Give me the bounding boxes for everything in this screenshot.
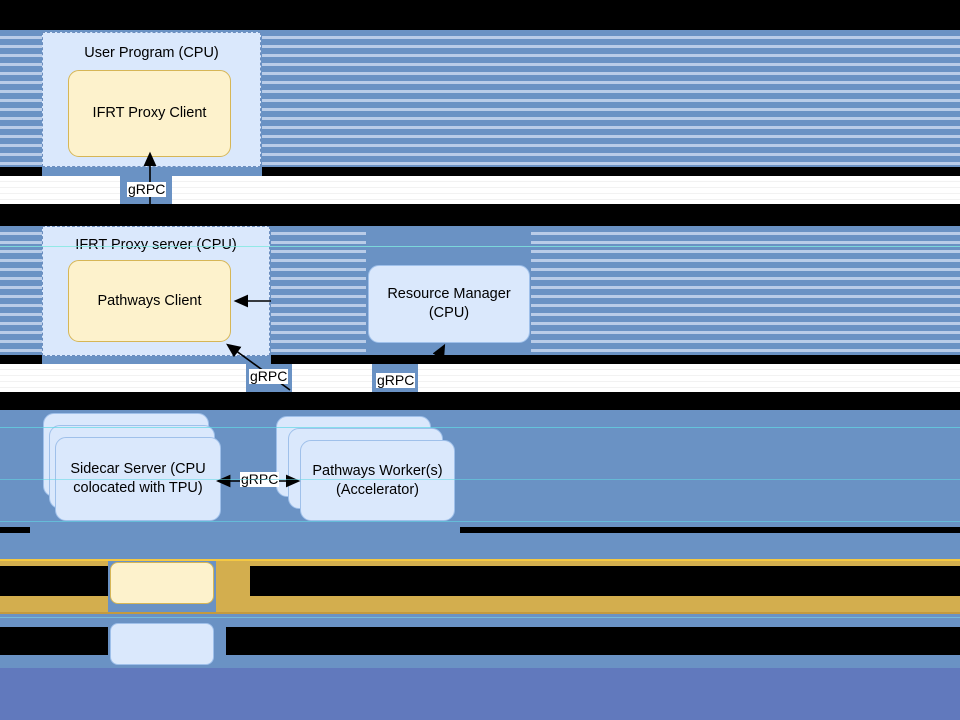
edge-label-client-server: gRPC xyxy=(127,181,167,198)
legend-swatch-yellow xyxy=(110,562,214,604)
workers-line-2: (Accelerator) xyxy=(335,481,419,498)
arrow-workers-to-rm xyxy=(414,343,446,401)
node-sidecar-server-label: Sidecar Server (CPU colocated with TPU) xyxy=(70,460,205,497)
edge-label-workers-rm: gRPC xyxy=(376,372,416,389)
edge-label-sidecar-client: gRPC xyxy=(249,368,289,385)
node-pathways-workers-label: Pathways Worker(s) (Accelerator) xyxy=(312,462,442,499)
edge-label-rm-client: gRPC xyxy=(280,292,320,309)
sidecar-line-1: Sidecar Server (CPU xyxy=(70,461,206,478)
workers-line-1: Pathways Worker(s) xyxy=(312,462,443,479)
edge-label-sidecar-workers: gRPC xyxy=(240,471,280,488)
sidecar-line-2: colocated with TPU) xyxy=(73,480,203,496)
node-pathways-workers[interactable]: Pathways Worker(s) (Accelerator) xyxy=(300,440,455,521)
legend-swatch-blue xyxy=(110,623,214,665)
